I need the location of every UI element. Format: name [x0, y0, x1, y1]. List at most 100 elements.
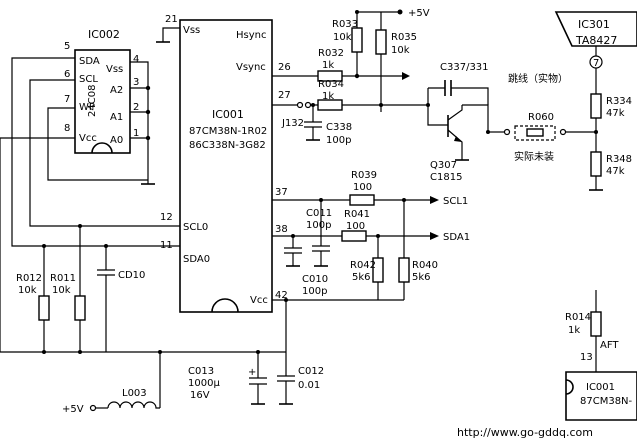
- r014-val: 1k: [568, 325, 580, 336]
- c338-val: 100p: [326, 135, 351, 146]
- c012-val: 0.01: [298, 380, 320, 391]
- ic001-pin-37: 37: [275, 187, 288, 198]
- r060-ref: R060: [528, 112, 554, 123]
- ic002-label-a0: A0: [110, 135, 123, 146]
- capacitor-c337: [444, 80, 452, 96]
- c013-volt: 16V: [190, 390, 210, 401]
- capacitor-c338: [304, 105, 322, 140]
- ic002-label-vcc: Vcc: [79, 133, 97, 144]
- r014-ref: R014: [565, 312, 591, 323]
- ic001-pin-27: 27: [278, 90, 291, 101]
- ic002-pin-5: 5: [64, 41, 70, 52]
- r334-ref: R334: [606, 96, 632, 107]
- r042-val: 5k6: [352, 272, 371, 283]
- resistor-r035: [375, 29, 387, 55]
- r035-val: 10k: [391, 45, 410, 56]
- ic002-label-scl: SCL: [79, 74, 98, 85]
- wire-c337: [428, 87, 489, 105]
- resistor-r060: [526, 128, 544, 137]
- capacitor-c013: [249, 352, 267, 404]
- l003-ref: L003: [122, 388, 147, 399]
- resistor-r040: [398, 257, 410, 283]
- wire-vss-bus: [130, 61, 149, 184]
- ic001-mcu: Vss Hsync Vsync IC001 87CM38N-1R02 86C33…: [160, 14, 291, 313]
- r040-ref: R040: [412, 260, 438, 271]
- node: [145, 109, 151, 115]
- wire-wp: [47, 107, 75, 181]
- ic001-part2: 86C338N-3G82: [189, 140, 266, 151]
- resistor-r042: [372, 257, 384, 283]
- r011-ref: R011: [50, 273, 76, 284]
- label-5v-top: +5V: [408, 8, 430, 19]
- r334-val: 47k: [606, 108, 625, 119]
- capacitor-c011: [312, 200, 330, 266]
- hsync-path: J132 R034 1k C338 100p: [272, 79, 428, 146]
- ic002-eeprom: IC002 24C08 SDA SCL WP Vcc Vss A2 A1 A0 …: [64, 28, 139, 154]
- wire-ic001-vss: [162, 27, 180, 42]
- resistor-r348: [590, 151, 602, 177]
- resistor-r039: [349, 194, 375, 206]
- node: [319, 198, 323, 202]
- r041-ref: R041: [344, 209, 370, 220]
- ic002-pin-2: 2: [133, 102, 139, 113]
- q307-part: C1815: [430, 172, 462, 183]
- r348-val: 47k: [606, 166, 625, 177]
- wire-scl: [29, 79, 180, 227]
- node: [145, 135, 151, 141]
- q307-emitter-arrow: [454, 136, 462, 142]
- ic002-pin-8: 8: [64, 123, 70, 134]
- ic002-label-a1: A1: [110, 112, 123, 123]
- ic002-part: 24C08: [87, 85, 98, 117]
- node: [78, 350, 82, 354]
- net-sda1: SDA1: [443, 232, 470, 243]
- node: [291, 234, 295, 238]
- ic001-body: [179, 19, 273, 313]
- node: [355, 10, 359, 14]
- r012-ref: R012: [16, 273, 42, 284]
- arrow-sda1: [430, 232, 439, 240]
- aft-label: AFT: [600, 340, 619, 351]
- r012-val: 10k: [18, 285, 37, 296]
- r041-val: 100: [346, 221, 365, 232]
- resistor-r334: [590, 93, 602, 119]
- watermark-url: http://www.go-gddq.com: [457, 426, 593, 439]
- r039-ref: R039: [351, 170, 377, 181]
- ic002-ref: IC002: [88, 28, 120, 41]
- ic001-label-vss: Vss: [183, 25, 200, 36]
- ic001-pin-26: 26: [278, 62, 291, 73]
- r034-val: 1k: [322, 91, 334, 102]
- jumper-j132-a: [296, 101, 304, 109]
- node: [402, 198, 406, 202]
- i2c-outputs: R039 100 SCL1 R041 100 SDA1 C011 100p C0…: [272, 170, 470, 302]
- ic301: IC301 TA8427 7 R334 47k R348 47k: [554, 11, 637, 191]
- ic001b-body: [565, 371, 637, 421]
- c010-val: 100p: [302, 286, 327, 297]
- r348-ref: R348: [606, 154, 632, 165]
- arrow-vsync: [402, 72, 410, 80]
- j132-ref: J132: [281, 118, 304, 129]
- wire-q-base: [427, 105, 448, 126]
- ic002-pin-1: 1: [133, 128, 139, 139]
- ic301-pin: 7: [593, 58, 599, 69]
- node: [354, 73, 360, 79]
- ic001b-pin: 13: [580, 352, 593, 363]
- r032-val: 1k: [322, 60, 334, 71]
- r040-val: 5k6: [412, 272, 431, 283]
- node: [78, 224, 82, 228]
- ic001b-part: 87CM38N-: [580, 396, 633, 407]
- ic001-label-hsync: Hsync: [236, 30, 266, 41]
- c012-ref: C012: [298, 366, 324, 377]
- ic001-pin-38: 38: [275, 224, 288, 235]
- inductor-l003: [107, 401, 160, 409]
- ic001b-notch: [565, 379, 574, 395]
- c013-val: 1000μ: [188, 378, 220, 389]
- ic001-part1: 87CM38N-1R02: [189, 126, 267, 137]
- c011-val: 100p: [306, 220, 331, 231]
- ic301-ref: IC301: [578, 18, 610, 31]
- wire-q-collector: [462, 104, 489, 132]
- node: [42, 244, 46, 248]
- resistor-r033: [351, 27, 363, 53]
- ic002-notch: [91, 142, 113, 154]
- resistor-r012: [38, 295, 50, 321]
- vsync-path: R032 1k: [272, 48, 410, 82]
